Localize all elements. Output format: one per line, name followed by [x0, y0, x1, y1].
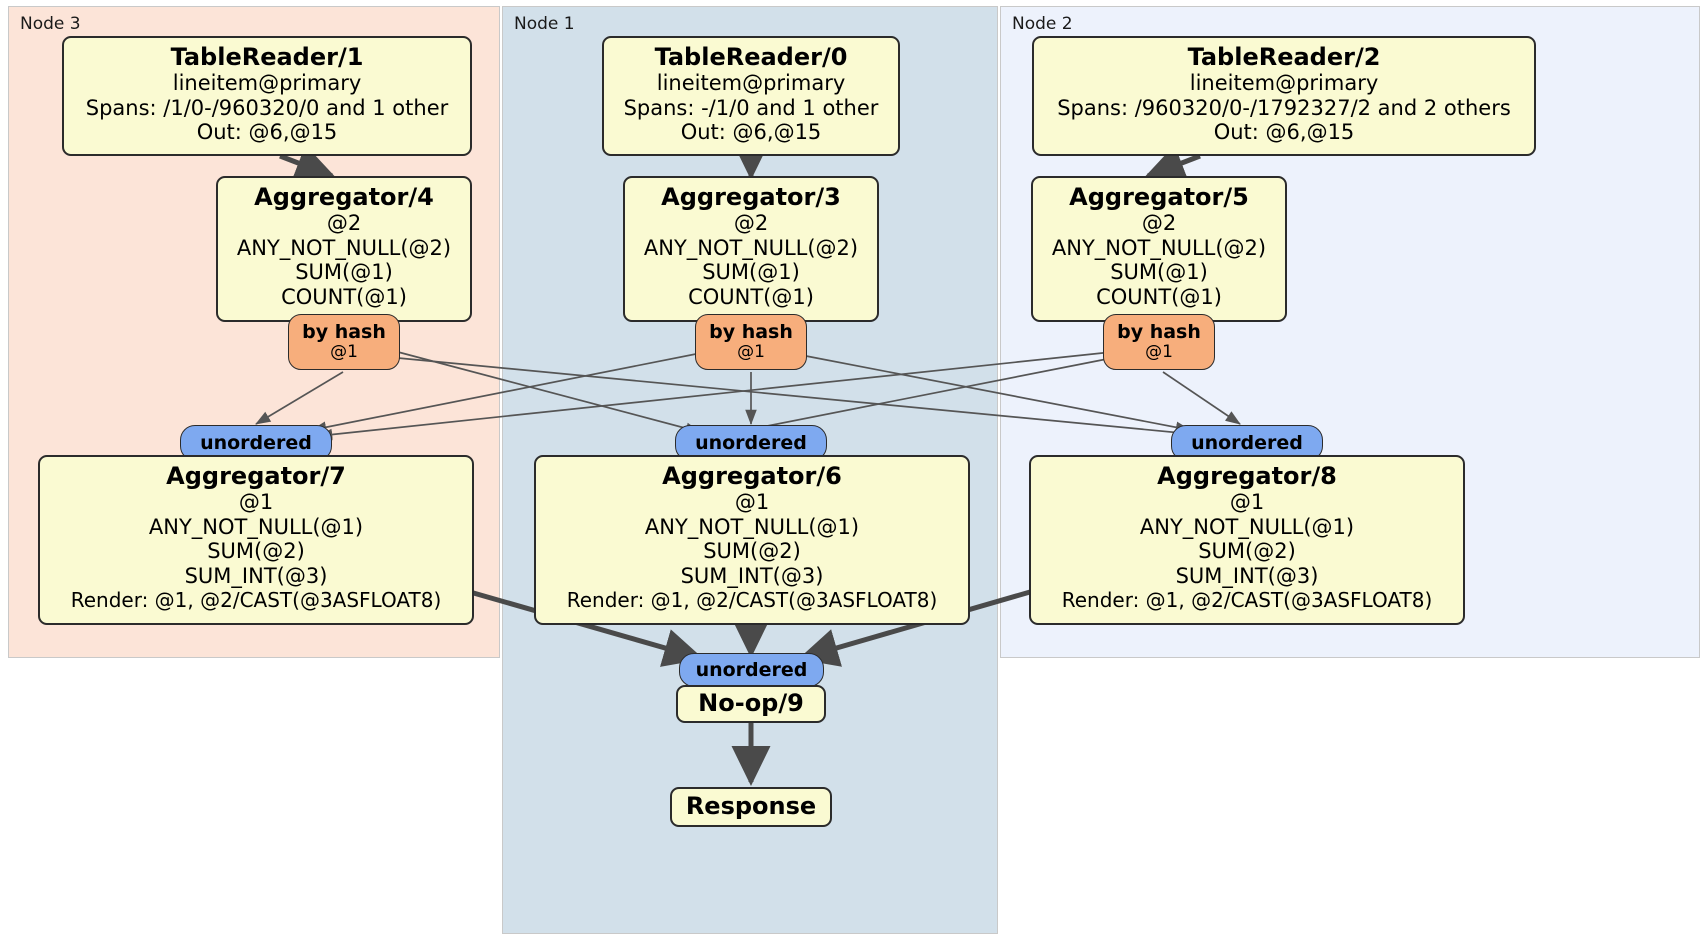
router-title: by hash — [1117, 321, 1201, 344]
processor-line: COUNT(@1) — [281, 285, 407, 310]
processor-title: Response — [685, 792, 817, 821]
processor-line: Out: @6,@15 — [680, 120, 822, 145]
processor-title: TableReader/0 — [654, 43, 848, 71]
processor-line: Spans: -/1/0 and 1 other — [623, 95, 879, 120]
processor-title: Aggregator/4 — [254, 183, 434, 211]
processor-line: SUM(@1) — [295, 260, 393, 285]
processor-line: ANY_NOT_NULL(@2) — [1051, 235, 1267, 260]
processor-title: TableReader/1 — [170, 43, 364, 71]
processor-table-reader-2[interactable]: TableReader/2 lineitem@primary Spans: /9… — [1032, 36, 1536, 156]
processor-line: ANY_NOT_NULL(@2) — [236, 235, 452, 260]
output-router-hash-aggregator-5[interactable]: by hash @1 — [1103, 314, 1215, 370]
processor-title: Aggregator/3 — [661, 183, 841, 211]
sync-title: unordered — [1191, 431, 1303, 454]
sync-title: unordered — [695, 658, 808, 681]
node-label-node2: Node 2 — [1012, 14, 1073, 34]
processor-line: @2 — [326, 211, 362, 236]
processor-aggregator-4[interactable]: Aggregator/4 @2 ANY_NOT_NULL(@2) SUM(@1)… — [216, 176, 472, 322]
processor-line: Out: @6,@15 — [1213, 120, 1355, 145]
processor-line: @1 — [734, 490, 770, 515]
processor-aggregator-3[interactable]: Aggregator/3 @2 ANY_NOT_NULL(@2) SUM(@1)… — [623, 176, 879, 322]
router-title: by hash — [302, 321, 386, 344]
node-label-node3: Node 3 — [20, 14, 81, 34]
processor-line: Render: @1, @2/CAST(@3ASFLOAT8) — [70, 587, 442, 612]
processor-title: Aggregator/6 — [662, 462, 842, 490]
processor-line: Spans: /1/0-/960320/0 and 1 other — [85, 95, 449, 120]
processor-line: Render: @1, @2/CAST(@3ASFLOAT8) — [1061, 587, 1433, 612]
router-subtitle: @1 — [1145, 341, 1173, 362]
processor-line: SUM(@2) — [1198, 539, 1296, 564]
processor-line: Out: @6,@15 — [196, 120, 338, 145]
processor-response[interactable]: Response — [670, 787, 832, 827]
processor-noop-9[interactable]: No-op/9 — [676, 685, 826, 723]
node-label-node1: Node 1 — [514, 14, 575, 34]
router-subtitle: @1 — [330, 341, 358, 362]
processor-title: TableReader/2 — [1187, 43, 1381, 71]
input-sync-unordered-noop-9[interactable]: unordered — [679, 653, 824, 687]
processor-table-reader-0[interactable]: TableReader/0 lineitem@primary Spans: -/… — [602, 36, 900, 156]
processor-line: lineitem@primary — [656, 71, 846, 96]
processor-line: @1 — [238, 490, 274, 515]
processor-line: SUM(@2) — [207, 539, 305, 564]
processor-line: @2 — [1141, 211, 1177, 236]
processor-line: @2 — [733, 211, 769, 236]
processor-line: COUNT(@1) — [1096, 285, 1222, 310]
processor-line: lineitem@primary — [1189, 71, 1379, 96]
processor-line: Render: @1, @2/CAST(@3ASFLOAT8) — [566, 587, 938, 612]
processor-line: ANY_NOT_NULL(@1) — [1139, 514, 1355, 539]
output-router-hash-aggregator-3[interactable]: by hash @1 — [695, 314, 807, 370]
processor-line: ANY_NOT_NULL(@1) — [644, 514, 860, 539]
processor-title: No-op/9 — [698, 689, 804, 718]
processor-line: SUM(@1) — [702, 260, 800, 285]
router-title: by hash — [709, 321, 793, 344]
processor-line: SUM_INT(@3) — [1175, 564, 1319, 589]
sync-title: unordered — [695, 431, 807, 454]
processor-title: Aggregator/5 — [1069, 183, 1249, 211]
processor-line: @1 — [1229, 490, 1265, 515]
processor-line: ANY_NOT_NULL(@2) — [643, 235, 859, 260]
processor-line: Spans: /960320/0-/1792327/2 and 2 others — [1057, 95, 1511, 120]
processor-line: SUM_INT(@3) — [184, 564, 328, 589]
processor-line: SUM(@1) — [1110, 260, 1208, 285]
processor-table-reader-1[interactable]: TableReader/1 lineitem@primary Spans: /1… — [62, 36, 472, 156]
output-router-hash-aggregator-4[interactable]: by hash @1 — [288, 314, 400, 370]
processor-line: ANY_NOT_NULL(@1) — [148, 514, 364, 539]
processor-aggregator-6[interactable]: Aggregator/6 @1 ANY_NOT_NULL(@1) SUM(@2)… — [534, 455, 970, 625]
processor-aggregator-5[interactable]: Aggregator/5 @2 ANY_NOT_NULL(@2) SUM(@1)… — [1031, 176, 1287, 322]
processor-aggregator-7[interactable]: Aggregator/7 @1 ANY_NOT_NULL(@1) SUM(@2)… — [38, 455, 474, 625]
processor-line: lineitem@primary — [172, 71, 362, 96]
sync-title: unordered — [200, 431, 312, 454]
processor-line: SUM_INT(@3) — [680, 564, 824, 589]
processor-line: SUM(@2) — [703, 539, 801, 564]
processor-aggregator-8[interactable]: Aggregator/8 @1 ANY_NOT_NULL(@1) SUM(@2)… — [1029, 455, 1465, 625]
processor-title: Aggregator/8 — [1157, 462, 1337, 490]
router-subtitle: @1 — [737, 341, 765, 362]
processor-line: COUNT(@1) — [688, 285, 814, 310]
processor-title: Aggregator/7 — [166, 462, 346, 490]
